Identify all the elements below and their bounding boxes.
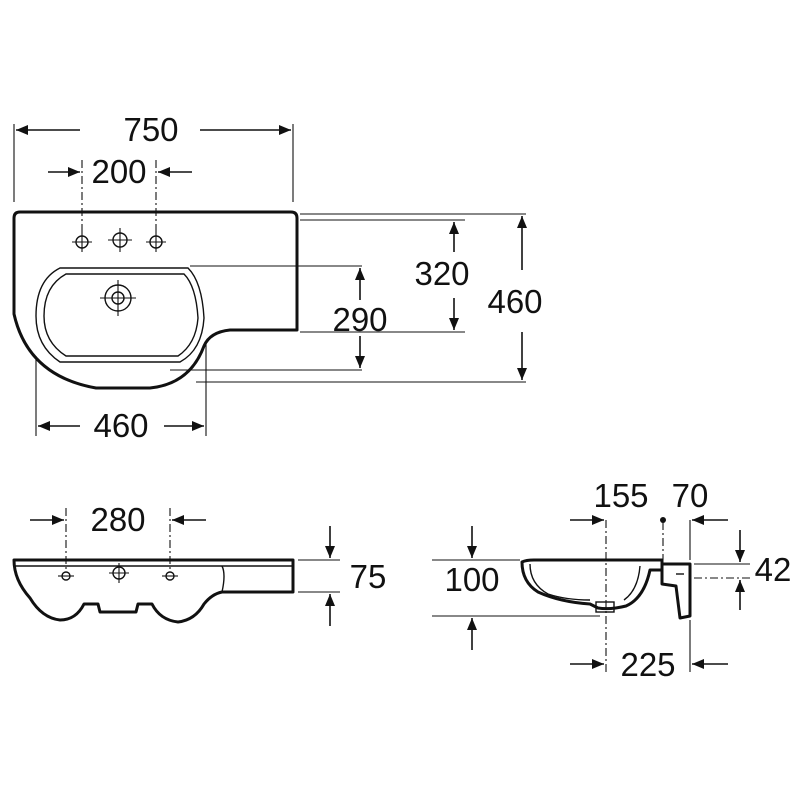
tap-hole-icon [146, 232, 166, 252]
drain-icon [100, 280, 136, 316]
dim-fixing-height: 42 [755, 551, 792, 588]
tap-hole-icon [162, 571, 178, 581]
dim-overall-width: 750 [123, 111, 178, 148]
basin-side-outline [520, 558, 664, 611]
dim-bowl-inner-depth: 290 [332, 301, 387, 338]
dim-wall-offset: 70 [672, 477, 709, 514]
dim-tap-spacing: 280 [90, 501, 145, 538]
tap-hole-icon [72, 232, 92, 252]
tap-hole-icon [58, 571, 74, 581]
wall-bracket [660, 562, 692, 620]
top-view: 750 200 320 460 290 460 [12, 111, 543, 444]
bowl-outer [35, 267, 205, 363]
side-view: 155 70 100 42 225 [432, 477, 791, 683]
basin-front-outline [12, 558, 295, 624]
dim-bowl-height: 100 [444, 561, 499, 598]
dim-outlet-offset: 155 [593, 477, 648, 514]
dim-projection: 225 [620, 646, 675, 683]
front-view: 280 75 [12, 501, 387, 626]
dim-bowl-depth: 320 [414, 255, 469, 292]
bowl-inner [43, 273, 199, 357]
tap-hole-icon [108, 228, 132, 252]
dim-overall-depth: 460 [487, 283, 542, 320]
dim-bowl-width: 460 [93, 407, 148, 444]
dim-tap-hole-spacing: 200 [91, 153, 146, 190]
dim-rim-height: 75 [350, 558, 387, 595]
basin-top-outline [12, 210, 299, 390]
tap-hole-icon [109, 563, 129, 583]
